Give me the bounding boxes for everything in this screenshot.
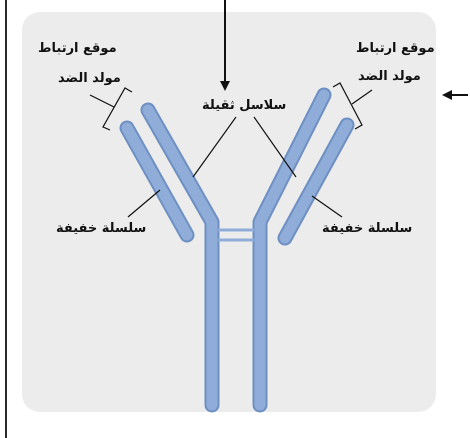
heavy-chain-left (148, 110, 212, 405)
disulfide-bridges (218, 230, 254, 240)
heavy-chains-label: سلاسل ثقيلة (202, 99, 286, 112)
binding-site-label-right-line2: مولد الضد (358, 70, 421, 83)
heavy-chain-right (260, 95, 324, 405)
light-chain-label-right: سلسلة خفيفة (322, 222, 412, 235)
binding-site-label-left-line1: موقع ارتباط (38, 42, 117, 55)
light-chain-left-leader (128, 190, 160, 217)
binding-site-label-left-line2: مولد الضد (58, 72, 121, 85)
light-chain-right-leader (312, 196, 342, 217)
binding-site-label-right-line1: موقع ارتباط (356, 42, 435, 55)
light-chain-label-left: سلسلة خفيفة (56, 222, 146, 235)
